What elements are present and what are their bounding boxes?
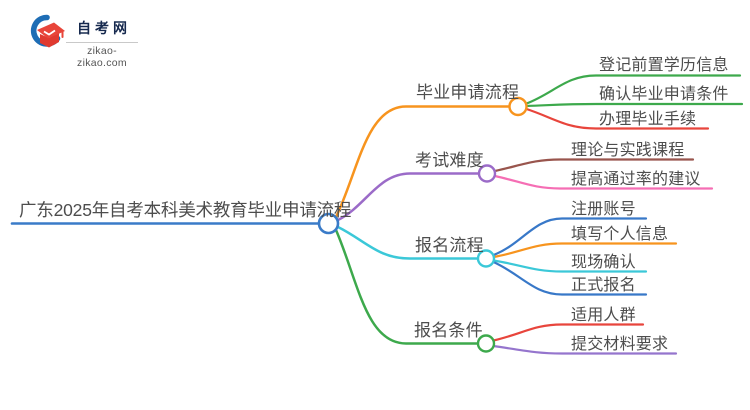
central-topic-label: 广东2025年自考本科美术教育毕业申请流程 bbox=[19, 200, 352, 220]
branch-line-exam-difficulty bbox=[336, 172, 480, 222]
subtopic-theory-practice-courses: 理论与实践课程 bbox=[571, 141, 685, 159]
subline-theory-practice-courses bbox=[493, 158, 695, 173]
node-registration-conditions bbox=[476, 334, 496, 353]
subtopic-confirm-graduation-conditions: 确认毕业申请条件 bbox=[599, 86, 729, 103]
subtopic-material-requirements: 提交材料要求 bbox=[571, 335, 669, 353]
branch-line-registration-conditions bbox=[334, 228, 479, 345]
branch-line-graduation-process bbox=[334, 105, 511, 219]
node-graduation-process bbox=[508, 96, 528, 117]
subline-onsite-confirmation bbox=[492, 259, 648, 273]
node-exam-difficulty bbox=[477, 164, 497, 183]
branch-line-registration-process bbox=[336, 225, 479, 260]
subtopic-applicable-people: 适用人群 bbox=[571, 306, 636, 324]
subtopic-formal-registration: 正式报名 bbox=[571, 276, 636, 294]
node-registration-process bbox=[476, 249, 496, 268]
subtopic-fill-personal-info: 填写个人信息 bbox=[571, 225, 669, 243]
subtopic-pass-rate-advice: 提高通过率的建议 bbox=[571, 170, 701, 188]
subline-confirm-graduation-conditions bbox=[525, 102, 744, 108]
branch-label-graduation-process: 毕业申请流程 bbox=[416, 83, 520, 102]
branch-label-registration-conditions: 报名条件 bbox=[414, 321, 483, 340]
subtopic-onsite-confirmation: 现场确认 bbox=[571, 253, 636, 271]
subtopic-graduation-formalities: 办理毕业手续 bbox=[599, 110, 697, 128]
subline-register-prior-education bbox=[525, 74, 742, 105]
site-logo: 自考网 zikao-zikao.com bbox=[28, 12, 158, 69]
subline-graduation-formalities bbox=[525, 107, 710, 130]
branch-label-registration-process: 报名流程 bbox=[415, 236, 484, 255]
subline-pass-rate-advice bbox=[493, 174, 714, 190]
subline-register-account bbox=[492, 217, 648, 257]
subtopic-register-account: 注册账号 bbox=[571, 200, 636, 218]
subline-formal-registration bbox=[492, 260, 648, 296]
logo-domain: zikao-zikao.com bbox=[77, 45, 127, 69]
central-topic-node bbox=[317, 212, 340, 235]
subline-material-requirements bbox=[492, 344, 678, 355]
subline-fill-personal-info bbox=[492, 242, 678, 259]
branch-label-exam-difficulty: 考试难度 bbox=[415, 151, 484, 170]
logo-title: 自考网 bbox=[77, 20, 131, 36]
subline-applicable-people bbox=[492, 323, 645, 342]
subtopic-register-prior-education: 登记前置学历信息 bbox=[599, 57, 729, 74]
graduation-cap-icon bbox=[30, 14, 65, 48]
logo-divider bbox=[66, 42, 138, 43]
